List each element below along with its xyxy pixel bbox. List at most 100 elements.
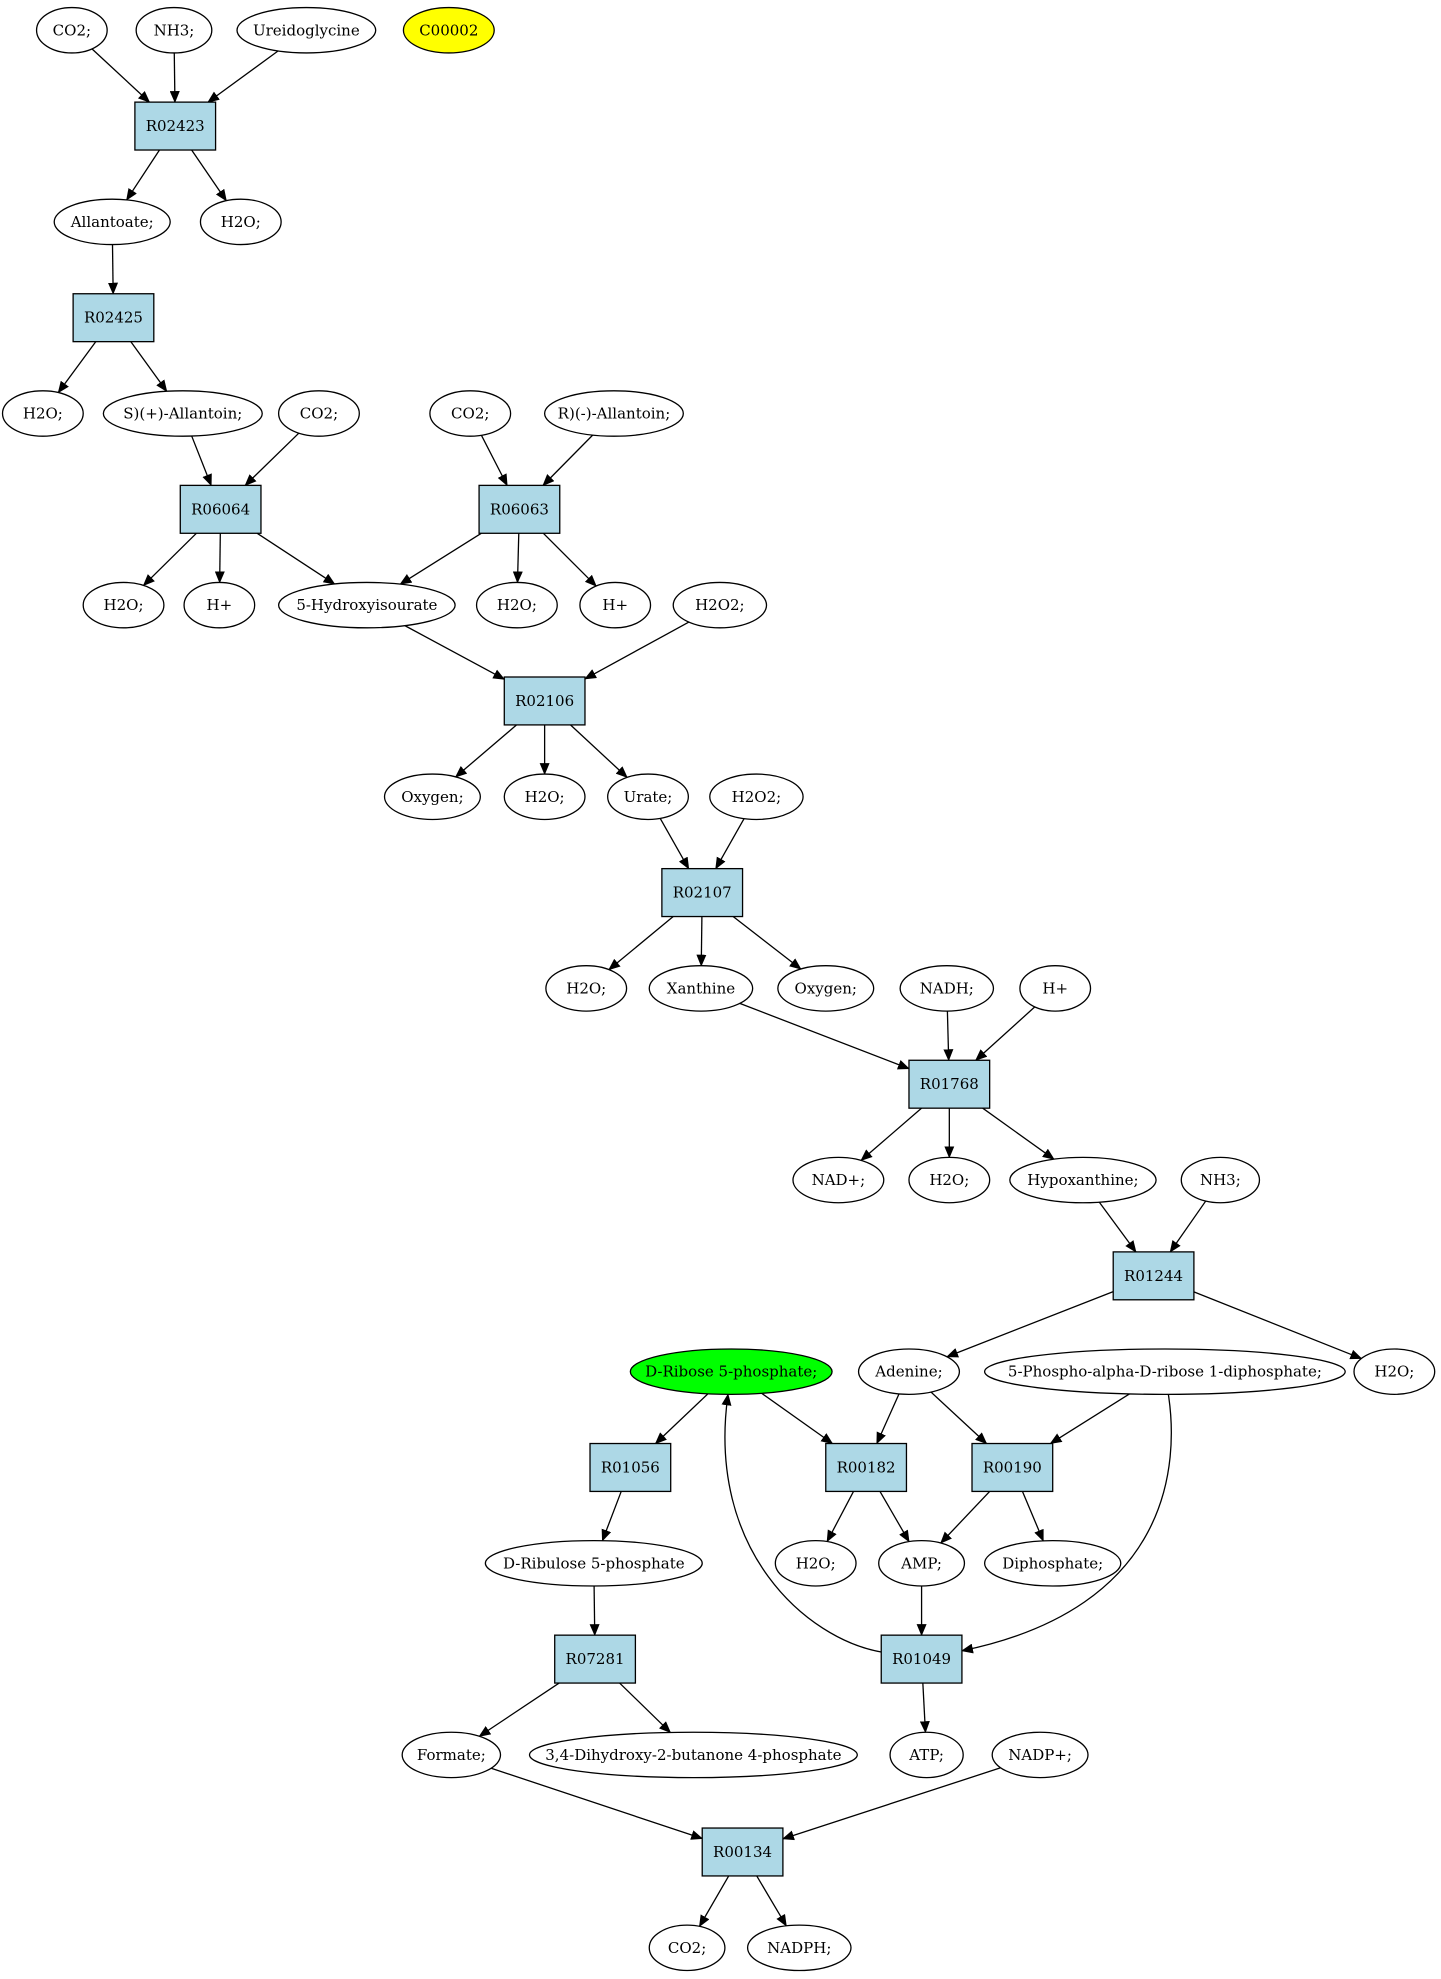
edge-r1-c6	[191, 149, 227, 202]
compound-ellipse	[183, 581, 256, 629]
compound-node: H+	[183, 581, 256, 629]
edge-r12-c40	[619, 1682, 672, 1734]
compound-ellipse	[648, 1924, 726, 1972]
compound-node: NADPH;	[746, 1924, 852, 1972]
edge-r2-c7	[57, 341, 97, 394]
compound-label: Ureidoglycine	[253, 21, 360, 39]
edge-r11-c37	[940, 1490, 991, 1544]
edge-c9-r3	[244, 432, 300, 487]
compound-ellipse	[383, 773, 481, 821]
compound-node: C00002	[402, 6, 495, 54]
compound-label: H2O;	[929, 1171, 969, 1189]
compound-node: H2O;	[908, 1156, 991, 1204]
compound-label: H2O;	[104, 596, 144, 614]
compound-label: Hypoxanthine;	[1027, 1171, 1138, 1189]
compound-node: Oxygen;	[383, 773, 481, 821]
reaction-node: R07281	[554, 1634, 637, 1684]
reaction-box	[179, 484, 262, 534]
compound-label: 5-Phospho-alpha-D-ribose 1-diphosphate;	[1008, 1363, 1322, 1381]
edge-r6-c22	[608, 916, 674, 971]
edge-c3-r1	[207, 50, 279, 103]
edge-c29-r8	[1098, 1201, 1137, 1253]
compound-node: H2O;	[503, 773, 586, 821]
reaction-node: R01768	[908, 1059, 991, 1109]
compound-ellipse	[82, 581, 165, 629]
edge-c8-r3	[191, 435, 212, 487]
reaction-label: R02423	[146, 117, 205, 135]
compound-ellipse	[545, 965, 628, 1012]
compound-label: Oxygen;	[795, 979, 857, 997]
reaction-label: R06064	[191, 500, 250, 518]
compound-label: 5-Hydroxyisourate	[296, 596, 437, 614]
compound-ellipse	[429, 390, 512, 437]
compound-ellipse	[199, 198, 282, 246]
edge-r8-c34	[1193, 1291, 1363, 1360]
compound-label: 3,4-Dihydroxy-2-butanone 4-phosphate	[545, 1746, 841, 1764]
compound-label: CO2;	[300, 405, 338, 423]
compound-node: CO2;	[648, 1924, 726, 1972]
compound-node: Hypoxanthine;	[1009, 1156, 1157, 1204]
edge-c17-r5	[584, 621, 690, 680]
reaction-box	[825, 1442, 908, 1493]
edge-r10-c36	[826, 1491, 855, 1543]
edge-r13-c41	[919, 1683, 930, 1734]
compound-label: C00002	[419, 21, 478, 39]
compound-ellipse	[1, 390, 84, 437]
compound-label: D-Ribose 5-phosphate;	[645, 1363, 817, 1381]
reaction-node: R02107	[661, 867, 744, 918]
reaction-label: R07281	[566, 1650, 625, 1668]
compound-node: H2O;	[82, 581, 165, 629]
edge-c1-r1	[91, 48, 151, 103]
compound-label: H2O;	[525, 788, 565, 806]
reaction-label: R00182	[837, 1458, 896, 1476]
reaction-node: R06063	[478, 484, 561, 534]
edge-c2-r1	[169, 52, 180, 104]
compound-ellipse	[402, 6, 495, 54]
compound-node: S)(+)-Allantoin;	[102, 390, 263, 437]
edge-c21-r6	[715, 818, 745, 870]
compound-label: R)(-)-Allantoin;	[558, 405, 671, 423]
reaction-label: R02425	[84, 309, 143, 327]
compound-label: CO2;	[451, 405, 489, 423]
compound-ellipse	[53, 198, 171, 246]
compound-node: D-Ribose 5-phosphate;	[629, 1348, 833, 1396]
edges-layer	[57, 48, 1363, 1928]
compound-ellipse	[484, 1539, 703, 1587]
reaction-box	[661, 867, 744, 918]
edge-c26-r7	[975, 1006, 1036, 1061]
compound-node: Adenine;	[857, 1348, 961, 1396]
compound-node: CO2;	[277, 390, 360, 437]
compound-node: H2O;	[1353, 1348, 1436, 1396]
compound-node: H+	[579, 581, 652, 629]
edge-c10-r4	[480, 435, 508, 487]
compound-label: H+	[207, 596, 233, 614]
compound-node: CO2;	[35, 6, 108, 54]
compound-node: NH3;	[1180, 1156, 1261, 1204]
compound-label: D-Ribulose 5-phosphate	[503, 1554, 685, 1572]
edge-r8-c32	[946, 1291, 1114, 1358]
compound-label: H+	[602, 596, 628, 614]
edge-r3-c14	[256, 532, 336, 585]
reaction-label: R02107	[673, 884, 732, 902]
compound-ellipse	[1353, 1348, 1436, 1396]
compound-ellipse	[991, 1731, 1089, 1779]
compound-node: H2O2;	[709, 773, 804, 821]
compound-node: H2O;	[1, 390, 84, 437]
compound-ellipse	[889, 1731, 964, 1779]
edge-c33-r13	[960, 1394, 1172, 1654]
compound-node: AMP;	[878, 1539, 966, 1587]
compound-node: Ureidoglycine	[236, 6, 377, 54]
reaction-node: R06064	[179, 484, 262, 534]
compound-ellipse	[878, 1539, 966, 1587]
compound-label: NH3;	[1200, 1171, 1241, 1189]
reaction-box	[908, 1059, 991, 1109]
reaction-box	[701, 1827, 784, 1877]
compound-node: NADH;	[899, 965, 995, 1012]
edge-c5-r2	[108, 244, 119, 295]
compound-node: ATP;	[889, 1731, 964, 1779]
compound-label: NADP+;	[1008, 1746, 1072, 1764]
compound-ellipse	[543, 390, 684, 437]
compound-node: Xanthine	[648, 965, 754, 1012]
edge-r13-c31	[721, 1393, 882, 1653]
